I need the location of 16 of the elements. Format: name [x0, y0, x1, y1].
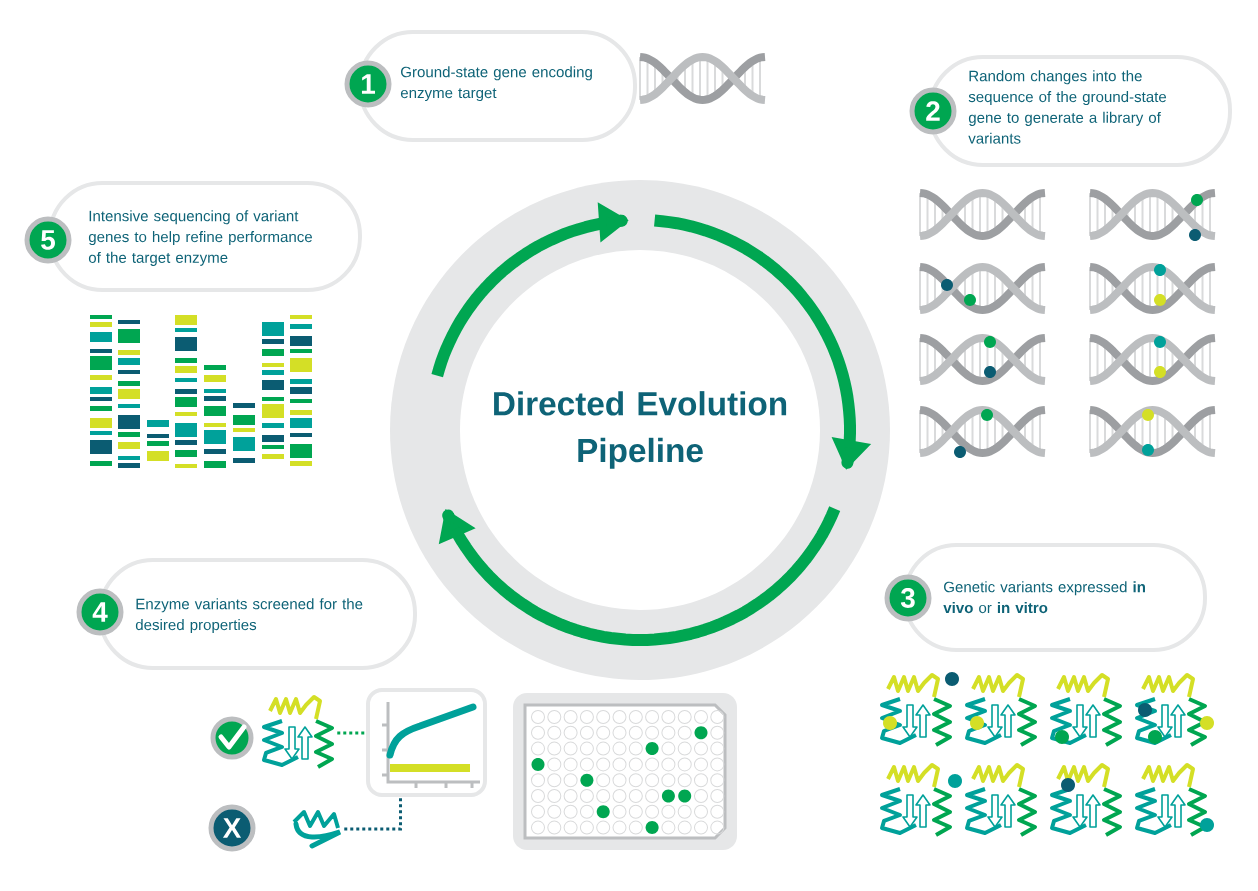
chart-drawing	[366, 688, 487, 797]
step-text: Genetic variants expressed in vivo or in vitro	[943, 581, 1145, 614]
number-badge: 1	[344, 60, 392, 108]
step-text: Enzyme variants screened for the desired properties	[135, 598, 363, 634]
number-badge: 5	[24, 216, 72, 264]
step-text: Intensive sequencing of variant genes to help refine performance of the target enzyme	[88, 210, 312, 266]
fail-badge: X	[208, 804, 256, 852]
number-badge: 2	[909, 87, 957, 135]
step-text: Ground-state gene encoding enzyme target	[400, 66, 592, 102]
protein-drawing	[262, 695, 334, 769]
step-text: Random changes into the sequence of the ground-state gene to generate a library of variants	[968, 70, 1167, 144]
dotted-line	[344, 797, 402, 831]
number-badge: 3	[884, 574, 932, 622]
dotted-line	[337, 731, 366, 735]
number-badge: 4	[76, 588, 124, 636]
protein-drawing	[292, 810, 343, 849]
